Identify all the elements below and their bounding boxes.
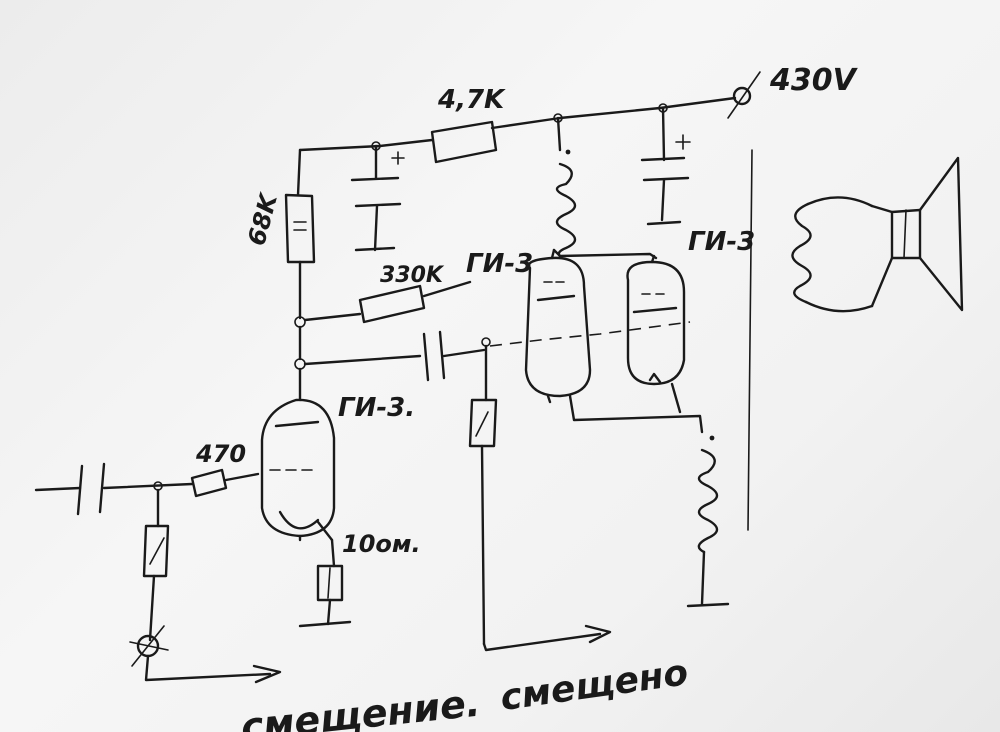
input-tube	[260, 398, 336, 542]
supply-terminal	[727, 71, 761, 119]
node-dot	[294, 358, 306, 370]
resistor-330k-label: 330K	[380, 263, 445, 288]
output-transformer-secondary	[791, 196, 874, 313]
bias-label-right: смещено	[498, 652, 691, 719]
resistor-10ohm	[298, 534, 352, 628]
resistor-470	[190, 468, 260, 498]
cathode-lead	[670, 382, 682, 414]
grid-connection	[489, 321, 691, 347]
tube-output-1-label: ГИ-3	[466, 249, 533, 279]
resistor-10ohm-label: 10ом.	[342, 530, 421, 558]
primary-lead	[556, 116, 562, 152]
coupling-capacitor	[303, 330, 486, 382]
resistor-4k7	[430, 120, 498, 164]
loudspeaker	[870, 156, 964, 312]
bias-arrow-right	[482, 624, 612, 652]
filter-capacitor-2	[640, 106, 691, 226]
output-tube-1	[524, 248, 592, 404]
resistor-68k-label: 68K	[242, 189, 283, 249]
resistor-68k	[284, 193, 316, 320]
tube-input-label: ГИ-3.	[338, 393, 415, 423]
grid-resistor-input	[142, 488, 170, 642]
filter-capacitor-1	[350, 144, 405, 252]
cathode-bus	[568, 394, 704, 434]
supply-voltage-label: 430V	[769, 63, 859, 98]
resistor-470-label: 470	[195, 440, 246, 468]
output-transformer-primary	[555, 149, 577, 258]
plate-wire	[552, 248, 658, 260]
output-tube-2	[626, 254, 686, 386]
input-capacitor	[34, 462, 194, 516]
tube-output-2-label: ГИ-3	[688, 227, 755, 257]
bias-label-left: смещение.	[239, 681, 483, 732]
bias-arrow-left	[144, 654, 282, 684]
bias-terminal-left	[129, 625, 169, 667]
cathode-choke	[686, 435, 730, 608]
resistor-4k7-label: 4,7K	[437, 85, 506, 115]
grid-resistor-output	[468, 398, 498, 646]
resistor-330k	[303, 280, 472, 324]
transformer-core	[747, 149, 753, 531]
